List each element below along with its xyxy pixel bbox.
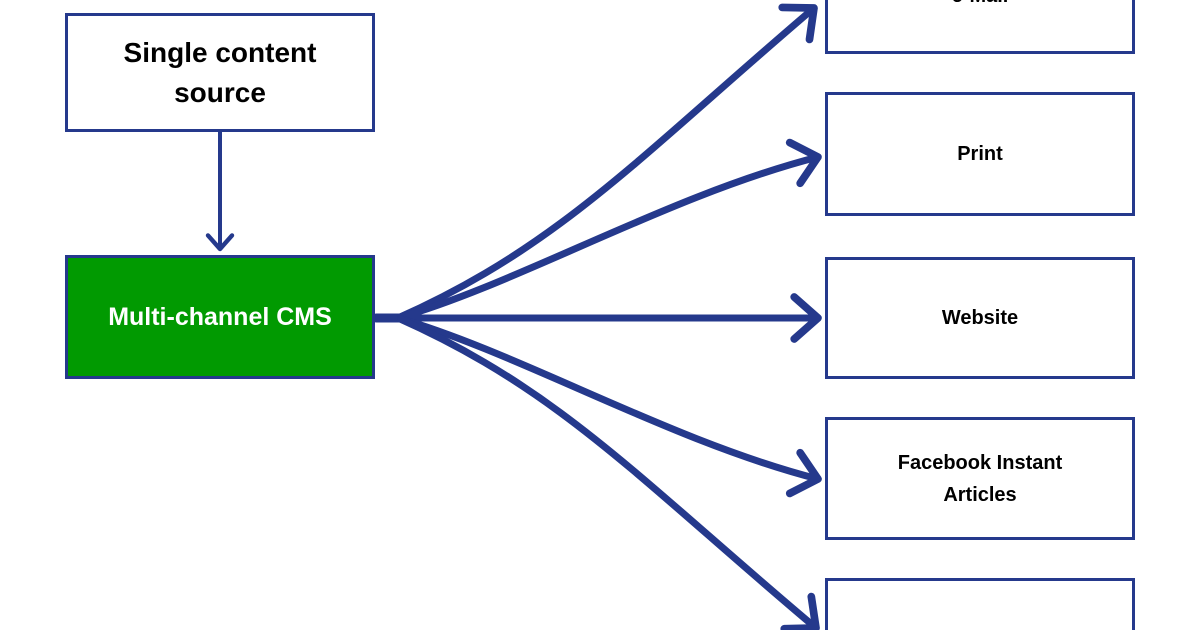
channel-box-email: e-Mail	[825, 0, 1135, 54]
channel-box-website: Website	[825, 257, 1135, 379]
arrow-cms-to-facebook	[397, 314, 822, 498]
arrow-cms-to-bottom-channel	[396, 314, 820, 630]
channel-box-facebook-instant-articles: Facebook Instant Articles	[825, 417, 1135, 540]
channel-label-print: Print	[957, 143, 1003, 165]
channel-label-email: e-Mail	[952, 0, 1009, 12]
multi-channel-cms-label: Multi-channel CMS	[108, 302, 332, 331]
channel-box-print: Print	[825, 92, 1135, 216]
channel-box-bottom-partial	[825, 578, 1135, 630]
single-content-source-label: Single content source	[123, 36, 317, 108]
channel-label-facebook-instant-articles: Facebook Instant Articles	[897, 451, 1063, 506]
multi-channel-cms-box: Multi-channel CMS	[65, 255, 375, 379]
channel-label-website: Website	[941, 307, 1019, 329]
single-content-source-box: Single content source	[65, 13, 375, 132]
arrow-cms-to-print	[397, 138, 822, 322]
arrow-cms-to-email	[396, 3, 818, 322]
